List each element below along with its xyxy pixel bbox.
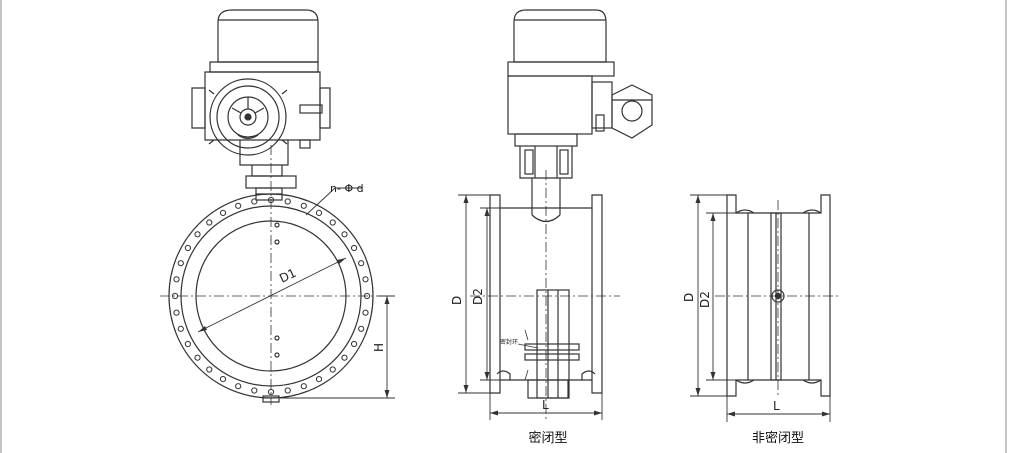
bolt-hole	[251, 198, 258, 205]
bolt-leader-line	[305, 187, 336, 216]
unsealed-caption: 非密闭型	[752, 430, 804, 446]
bolt-hole	[267, 388, 275, 396]
front-centerlines	[160, 145, 385, 405]
bolt-hole	[351, 340, 358, 348]
bolt-hole	[219, 376, 227, 383]
sealed-d2-label: D2	[471, 288, 485, 305]
unsealed-l-dimension	[726, 396, 831, 422]
bolt-hole	[341, 231, 348, 238]
bolt-hole	[284, 387, 291, 394]
bolt-hole	[219, 209, 227, 216]
unsealed-l-label: L	[773, 399, 780, 413]
bolt-hole	[173, 309, 180, 316]
bolt-hole	[206, 366, 213, 373]
bolt-hole	[362, 309, 369, 316]
bolt-hole	[284, 198, 291, 205]
unsealed-d2-dimension	[706, 212, 736, 381]
h-label: H	[372, 343, 386, 352]
bolt-hole	[341, 354, 348, 361]
unsealed-d-dimension	[690, 194, 727, 397]
bolt-hole	[362, 276, 369, 283]
front-shaft-marks	[274, 222, 280, 358]
sealed-d2-dimension	[480, 207, 500, 381]
bolt-hole	[173, 276, 180, 283]
bolt-hole	[177, 325, 184, 332]
bolt-hole	[315, 209, 323, 216]
bolt-hole	[235, 202, 242, 209]
bolt-hole	[194, 354, 201, 361]
sealed-l-dimension	[489, 393, 603, 420]
side-view-sealed	[458, 9, 653, 420]
bolt-hole	[300, 383, 307, 390]
sealed-shaft-assembly	[524, 289, 580, 399]
sealed-actuator	[507, 9, 653, 223]
sealed-caption: 密闭型	[528, 430, 567, 446]
bolt-hole	[315, 376, 323, 383]
bolt-hole	[329, 219, 336, 226]
bolt-hole	[184, 244, 191, 252]
sealed-d-dimension	[458, 194, 490, 394]
seal-ring-note: 密封环	[500, 338, 518, 346]
bolt-hole	[235, 383, 242, 390]
unsealed-d-label: D	[682, 293, 696, 302]
unsealed-body	[726, 194, 831, 397]
side-view-unsealed	[690, 194, 840, 422]
bolt-hole	[184, 340, 191, 348]
bolt-spec-label: n- Φ d	[330, 182, 364, 195]
sealed-l-label: L	[542, 398, 549, 412]
front-view	[160, 9, 395, 405]
bolt-hole	[206, 219, 213, 226]
bolt-hole	[358, 325, 365, 332]
bolt-hole	[194, 231, 201, 238]
bolt-hole	[177, 260, 184, 267]
d1-label: D1	[277, 266, 298, 286]
d1-dimension-line	[197, 257, 347, 333]
front-actuator	[191, 9, 331, 201]
bottom-boss	[262, 395, 280, 403]
bolt-hole	[329, 366, 336, 373]
h-dimension	[280, 295, 395, 399]
bolt-hole-ring	[171, 196, 371, 396]
bolt-hole	[351, 244, 358, 252]
bolt-hole	[251, 387, 258, 394]
bolt-hole	[300, 202, 307, 209]
unsealed-d2-label: D2	[698, 291, 712, 308]
sealed-d-label: D	[450, 296, 464, 305]
bolt-hole	[358, 260, 365, 267]
bolt-hole	[171, 292, 179, 300]
